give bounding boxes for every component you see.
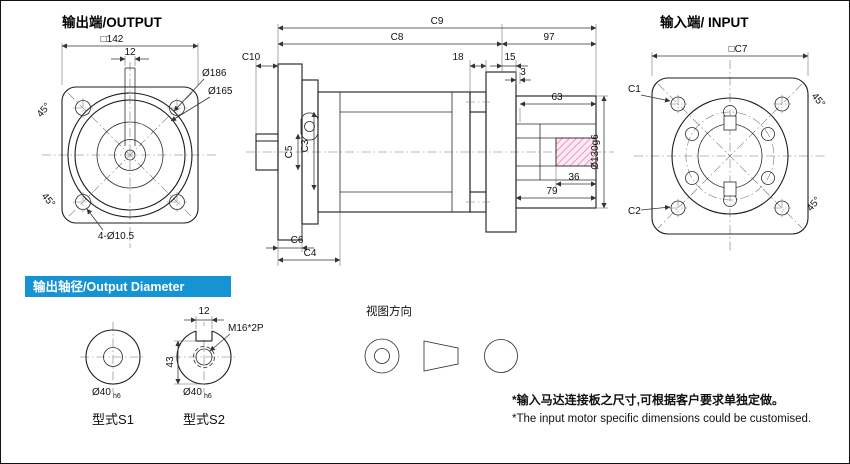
dim-angle-45-top: 45° [809,91,827,110]
input-view-title: 输入端/ INPUT [660,14,749,30]
dim-3: 3 [520,67,526,78]
dim-keyway-12: 12 [124,47,136,58]
dim-c9: C9 [431,16,444,27]
dim-angle-45-top: 45° [35,101,53,120]
view-direction-circle-left [364,338,400,374]
dim-63: 63 [551,92,563,103]
clamp-slots [723,115,737,197]
diagonal-centerline [67,92,193,218]
bolt-holes [73,98,187,212]
output-diameter-section: 输出轴径/Output Diameter Ø40 h6 型式S1 [25,276,264,427]
section-view: C9 C8 97 C10 18 15 3 63 Ø130g6 36 79 [242,16,614,266]
dim-c1: C1 [628,84,641,95]
section-header-label: 输出轴径/Output Diameter [33,279,185,294]
output-view-title: 输出端/OUTPUT [62,14,163,30]
note-english: *The input motor specific dimensions cou… [512,413,811,425]
circle-hub [96,121,164,189]
dim-c10: C10 [242,52,261,63]
dim-s1-d40: Ø40 [92,387,111,398]
circle-d165 [74,99,186,211]
dim-square-142: □142 [101,34,124,45]
dim-holes-4xd10-5: 4-Ø10.5 [98,231,135,242]
dim-square-c7: □C7 [729,44,748,55]
view-direction-circle-right [484,339,518,373]
dim-c2: C2 [628,206,641,217]
dim-18: 18 [452,52,464,63]
output-flange-outline [61,86,199,224]
dim-d130g6: Ø130g6 [590,134,601,170]
diagonal-centerline [657,83,803,229]
keyway-profile [124,67,136,146]
dim-s2-d40: Ø40 [183,387,202,398]
input-flange-view: 输入端/ INPUT [628,14,827,252]
circle-d186 [67,92,193,218]
dim-97: 97 [543,32,555,43]
note-chinese: *输入马达连接板之尺寸,可根据客户要求单独定做。 [512,392,784,407]
circle-center [124,149,136,161]
corner-holes [669,95,791,217]
input-bolt-circle [685,111,775,201]
input-flange-outline [651,77,809,235]
gearbox-body [255,63,597,241]
motor-shaft-collar-hatch [555,137,597,167]
dim-79: 79 [546,186,558,197]
dim-c4: C4 [304,248,317,259]
shaft-type-s2: 12 43 M16*2P Ø40 h6 型式S2 [165,306,264,427]
dim-c8: C8 [391,32,404,43]
dim-angle-45-bottom: 45° [39,191,57,210]
dim-c3: C3 [300,139,311,152]
circle-shaft [114,139,146,171]
shaft-type-s1-label: 型式S1 [92,412,134,427]
dim-d165: Ø165 [208,86,233,97]
dim-s2-thread-m16: M16*2P [228,323,264,334]
dim-s2-d40-tolerance: h6 [204,393,212,400]
notes: *输入马达连接板之尺寸,可根据客户要求单独定做。 *The input moto… [512,392,811,425]
view-direction-circle-left-inner [374,348,390,364]
dim-s2-43: 43 [165,356,176,368]
dim-d186: Ø186 [202,68,227,79]
shaft-type-s2-label: 型式S2 [183,412,225,427]
view-direction-figures: 视图方向 [364,304,518,374]
dim-s1-d40-tolerance: h6 [113,393,121,400]
shaft-type-s1: Ø40 h6 型式S1 [80,322,146,427]
view-direction-cone [423,340,459,372]
dim-15: 15 [504,52,516,63]
section-header-bar [25,276,231,297]
dim-c6: C6 [291,235,304,246]
input-pilot-circle [671,97,789,215]
view-direction-label: 视图方向 [366,304,412,318]
dim-s2-keyway-12: 12 [198,306,210,317]
output-flange-view: 输出端/OUTPUT □142 [35,14,233,248]
dim-36: 36 [568,172,580,183]
dim-c5: C5 [284,145,295,158]
input-bolt-holes [685,105,775,207]
